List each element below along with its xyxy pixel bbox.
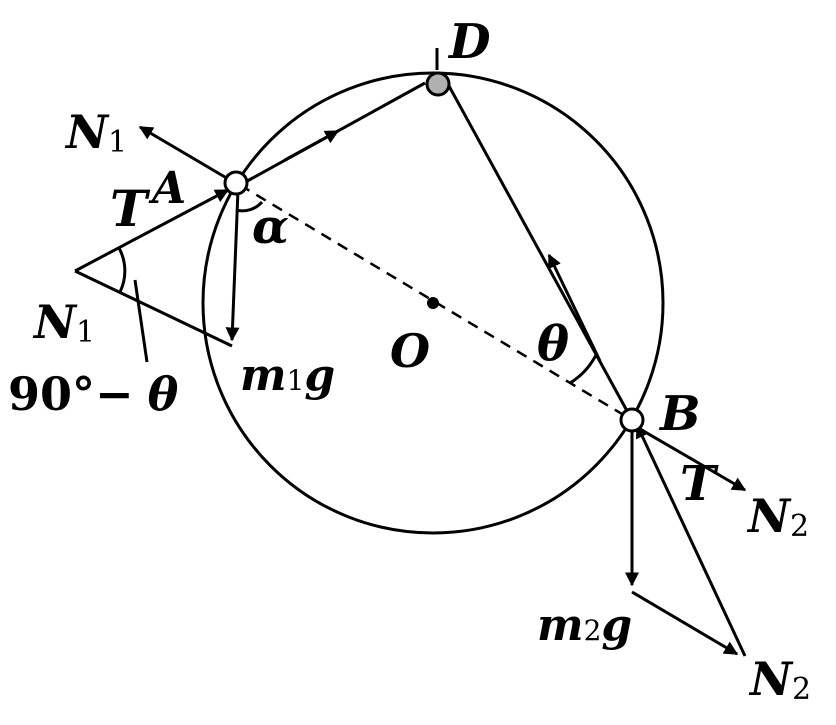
label-N2-triangle: N2 (748, 652, 811, 707)
label-T-at-B: T (680, 456, 719, 512)
label-D: D (447, 14, 491, 70)
tension-T-at-B-arrow (632, 423, 747, 492)
tension-arrow-AD (284, 129, 340, 162)
angle-arc-alpha (235, 200, 264, 213)
triangle-side-upper (635, 423, 747, 657)
label-B: B (658, 386, 701, 442)
weight-m1g-arrow (225, 189, 240, 342)
center-point-O (427, 297, 439, 309)
triangle-side-N1 (74, 269, 233, 348)
angle-pointer (133, 279, 149, 363)
label-N1-triangle: N1 (32, 295, 95, 350)
angle-arc-complement (117, 247, 127, 293)
angle-arc-theta (569, 352, 599, 385)
label-N2-at-B: N2 (746, 489, 809, 544)
label-theta: θ (537, 316, 569, 372)
triangle-side-N2 (631, 590, 739, 656)
bead-B (619, 407, 645, 433)
normal-force-N1-arrow (138, 125, 231, 182)
triangle-side-T (74, 188, 230, 273)
pulley-bead-D (425, 71, 451, 97)
label-A: A (148, 163, 186, 214)
label-m2g: m2g (537, 600, 632, 651)
label-complement-angle: 90°−θ (8, 367, 179, 421)
label-O: O (390, 324, 430, 378)
string-segment-BD (447, 85, 634, 421)
label-alpha: α (252, 199, 289, 255)
bead-A (223, 170, 249, 196)
label-T-at-A: T (110, 179, 151, 238)
label-N1-at-A: N1 (64, 105, 127, 160)
label-m1g: m1g (240, 350, 335, 401)
tension-arrow-BD (547, 253, 602, 362)
